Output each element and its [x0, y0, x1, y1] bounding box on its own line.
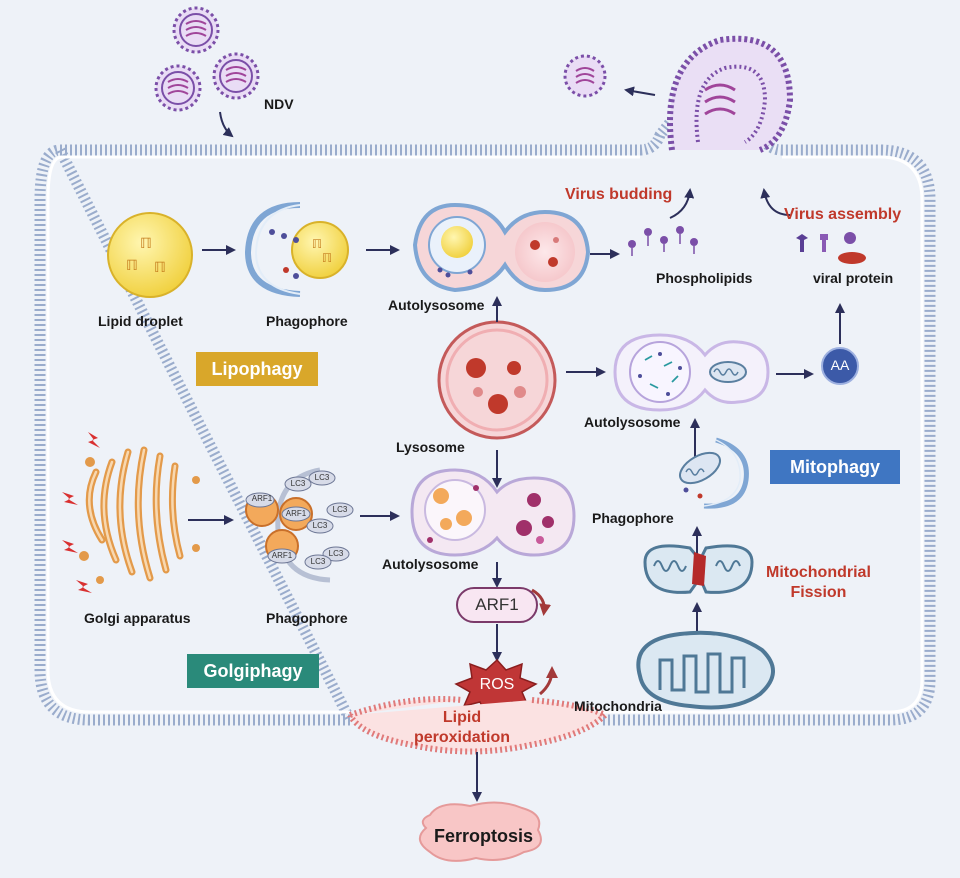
- svg-text:ℿ: ℿ: [126, 258, 138, 274]
- lc3-tag: LC3: [328, 549, 344, 558]
- phospholipids-label: Phospholipids: [656, 270, 753, 286]
- arf1-tag: ARF1: [285, 509, 307, 518]
- phagophore-golgi-label: Phagophore: [266, 610, 348, 626]
- lc3-tag: LC3: [314, 473, 330, 482]
- svg-text:ℿ: ℿ: [322, 251, 332, 265]
- arf1-label: ARF1: [475, 595, 519, 614]
- release-arrow: [624, 86, 656, 97]
- budding-virus-icon: [667, 35, 794, 153]
- aa-label: AA: [830, 357, 850, 373]
- autolysosome-top-icon: [412, 202, 591, 293]
- lipid-peroxidation-icon: [347, 696, 611, 755]
- ferroptosis-node: [419, 801, 542, 862]
- aa-node: [821, 347, 859, 385]
- phagophore-lipo-label: Phagophore: [266, 313, 348, 329]
- entry-arrow: [219, 111, 234, 138]
- svg-text:ℿ: ℿ: [154, 260, 166, 276]
- ndv-virus-icon: [154, 6, 260, 112]
- lipid-peroxidation-label: Lipid peroxidation: [410, 708, 514, 748]
- assembly-arrow: [760, 188, 791, 216]
- autolysosome-mito-icon: [613, 333, 770, 412]
- fission-line-1: Mitochondrial: [766, 564, 871, 581]
- ferroptosis-label: Ferroptosis: [434, 826, 534, 846]
- autolysosome-golgi-label: Autolysosome: [382, 556, 479, 572]
- lipid-droplet-icon: ℿ ℿ ℿ: [107, 212, 193, 298]
- phospholipids-icon: [628, 226, 698, 256]
- autolysosome-mito-label: Autolysosome: [584, 414, 681, 430]
- mitochondria-label: Mitochondria: [574, 698, 662, 714]
- increase-arrow: [531, 588, 552, 616]
- increase-arrow: [539, 666, 558, 696]
- mitochondria-icon: [636, 630, 775, 710]
- phagophore-golgi-icon: [245, 467, 354, 583]
- svg-text:ℿ: ℿ: [312, 237, 322, 251]
- autolysosome-top-label: Autolysosome: [388, 297, 485, 313]
- viral-protein-label: viral protein: [813, 270, 894, 286]
- peroxidation-line-2: peroxidation: [413, 729, 510, 746]
- phagophore-lipo-icon: ℿ ℿ: [244, 202, 349, 297]
- lysosome-icon: [437, 320, 557, 440]
- stress-spark-icon: [62, 432, 100, 593]
- viral-protein-icon: [796, 232, 866, 264]
- phagophore-mito-label: Phagophore: [592, 510, 674, 526]
- mitophagy-box: Mitophagy: [770, 450, 900, 484]
- released-virus-icon: [563, 54, 607, 98]
- fission-line-2: Fission: [790, 584, 847, 601]
- virus-budding-label: Virus budding: [565, 186, 673, 203]
- golgi-apparatus-label: Golgi apparatus: [84, 610, 191, 626]
- virus-assembly-label: Virus assembly: [784, 206, 902, 223]
- arf1-node: [456, 587, 538, 623]
- lc3-tag: LC3: [290, 479, 306, 488]
- mitochondria-fission-icon: [643, 544, 754, 594]
- mitochondrial-fission-label: Mitochondrial Fission: [766, 563, 871, 603]
- lipophagy-box: Lipophagy: [196, 352, 318, 386]
- lipid-droplet-label: Lipid droplet: [98, 313, 183, 329]
- ndv-label: NDV: [264, 96, 294, 112]
- golgiphagy-box: Golgiphagy: [187, 654, 319, 688]
- peroxidation-line-1: Lipid: [442, 709, 482, 726]
- lysosome-label: Lysosome: [396, 439, 465, 455]
- autolysosome-golgi-icon: [410, 468, 576, 557]
- ros-label: ROS: [479, 676, 515, 693]
- arf1-tag: ARF1: [271, 551, 293, 560]
- golgi-apparatus-icon: [62, 432, 200, 593]
- phagophore-mito-icon: [679, 437, 749, 509]
- budding-arrow: [669, 188, 695, 219]
- arf1-tag: ARF1: [251, 494, 273, 503]
- lc3-tag: LC3: [332, 505, 348, 514]
- cell-membrane: [34, 116, 936, 726]
- lc3-tag: LC3: [312, 521, 328, 530]
- svg-text:ℿ: ℿ: [140, 236, 152, 252]
- lc3-tag: LC3: [310, 557, 326, 566]
